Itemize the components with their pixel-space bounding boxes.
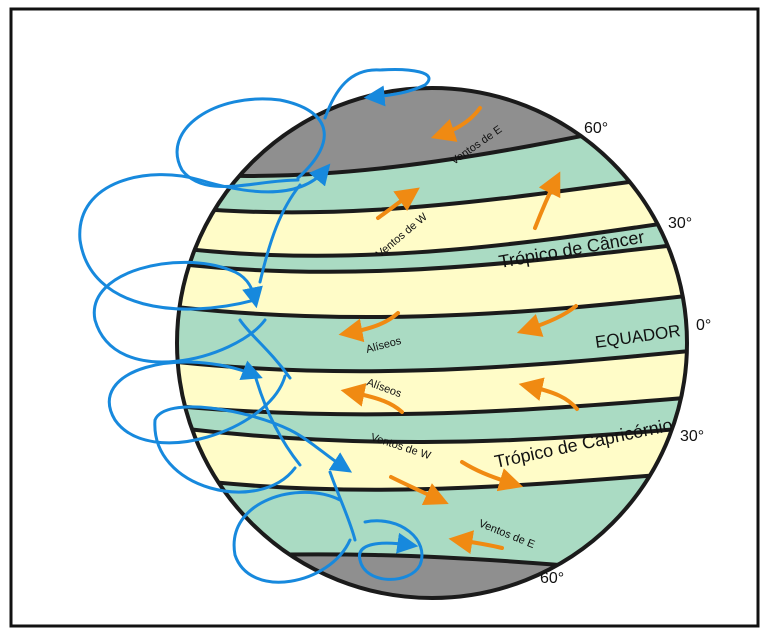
hadley-cell-south-loop [107,360,287,445]
wind-arrow-westerly-south-2 [460,460,524,492]
wind-arrow-trade-south-1 [340,383,404,414]
label-60-south: 60° [540,570,564,587]
wind-arrow-polar-east-north [430,106,482,142]
wind-arrow-trade-north-2 [516,304,578,337]
wind-arrow-westerly-north-2 [533,171,561,230]
wind-arrow-westerly-south-1 [389,475,449,505]
label-0: 0° [696,317,711,334]
ferrel-cell-north-descending [258,183,302,284]
ferrel-cell-south-descend [328,470,357,542]
ferrel-cell-south-loop [153,405,353,494]
label-30-north: 30° [668,215,692,232]
band-north-trades [177,240,687,318]
surface-wind-arrows [338,106,579,555]
label-30-south: 30° [680,428,704,445]
wind-arrow-polar-east-south [448,530,504,555]
polar-cell-north-top-arrow [323,68,431,120]
polar-cell-south-loop [232,491,352,584]
polar-cell-south-inner [358,519,424,581]
wind-arrow-westerly-north-1 [376,187,420,220]
outer-border [9,7,760,628]
hadley-cell-north-loop [92,260,267,364]
band-south-trades [177,348,687,415]
globe-outline [175,86,689,600]
wind-arrow-trade-north-1 [338,311,400,343]
label-60-north: 60° [584,120,608,137]
circulation-cells [78,68,431,584]
north-polar-cap [177,88,687,176]
wind-arrow-trade-south-2 [518,377,579,411]
ferrel-cell-north-loop [78,163,331,311]
hadley-cell-north-rise [238,318,292,380]
